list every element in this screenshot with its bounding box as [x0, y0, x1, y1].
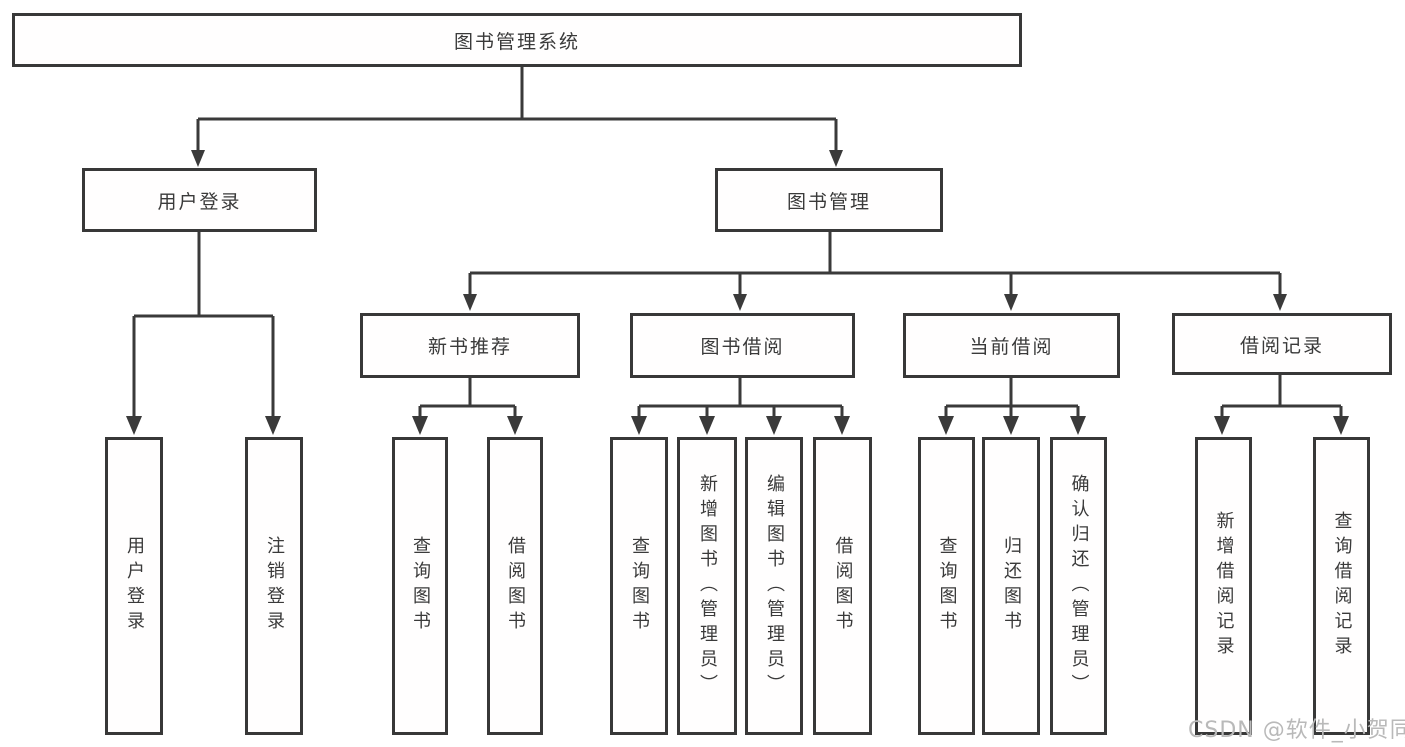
- node-label: 确认归还（管理员）: [1068, 473, 1090, 699]
- node-book-management: 图书管理: [715, 168, 943, 232]
- node-label: 借阅记录: [1239, 334, 1324, 357]
- leaf-return-books: 归还图书: [982, 437, 1040, 735]
- node-label: 图书管理系统: [453, 30, 580, 53]
- leaf-query-borrow-record: 查询借阅记录: [1313, 437, 1370, 735]
- leaf-edit-books-admin: 编辑图书（管理员）: [745, 437, 803, 735]
- node-label: 用户登录: [124, 536, 145, 636]
- node-label: 借阅图书: [832, 536, 854, 636]
- node-label: 图书管理: [786, 190, 871, 213]
- node-label: 新书推荐: [427, 336, 512, 358]
- node-label: 图书借阅: [700, 336, 785, 358]
- node-label: 编辑图书（管理员）: [764, 473, 785, 699]
- leaf-query-books-borrow: 查询图书: [610, 437, 668, 735]
- node-label: 新增借阅记录: [1213, 511, 1235, 661]
- node-label: 借阅图书: [505, 536, 526, 636]
- leaf-borrow-books: 借阅图书: [813, 437, 872, 735]
- node-label: 查询图书: [936, 536, 958, 636]
- node-root-system: 图书管理系统: [12, 13, 1022, 67]
- node-label: 查询借阅记录: [1331, 511, 1353, 661]
- leaf-user-login: 用户登录: [105, 437, 163, 735]
- node-label: 查询图书: [629, 536, 650, 636]
- node-label: 用户登录: [157, 190, 242, 213]
- node-borrow-record: 借阅记录: [1172, 313, 1392, 375]
- node-label: 查询图书: [410, 536, 431, 636]
- node-new-book-recommend: 新书推荐: [360, 313, 580, 378]
- node-label: 当前借阅: [969, 336, 1054, 358]
- leaf-query-books-recommend: 查询图书: [392, 437, 448, 735]
- csdn-watermark: CSDN @软件_小贺同学: [1188, 718, 1405, 743]
- node-label: 归还图书: [1001, 536, 1022, 636]
- leaf-add-borrow-record: 新增借阅记录: [1195, 437, 1252, 735]
- leaf-query-books-current: 查询图书: [918, 437, 975, 735]
- leaf-logout: 注销登录: [245, 437, 303, 735]
- leaf-confirm-return-admin: 确认归还（管理员）: [1050, 437, 1107, 735]
- arrowheads: [126, 150, 1349, 435]
- node-current-borrow: 当前借阅: [903, 313, 1120, 378]
- node-book-borrow: 图书借阅: [630, 313, 855, 378]
- leaf-borrow-books-recommend: 借阅图书: [487, 437, 543, 735]
- node-label: 新增图书（管理员）: [697, 473, 718, 699]
- node-label: 注销登录: [264, 536, 285, 636]
- node-user-login: 用户登录: [82, 168, 317, 232]
- leaf-add-books-admin: 新增图书（管理员）: [677, 437, 737, 735]
